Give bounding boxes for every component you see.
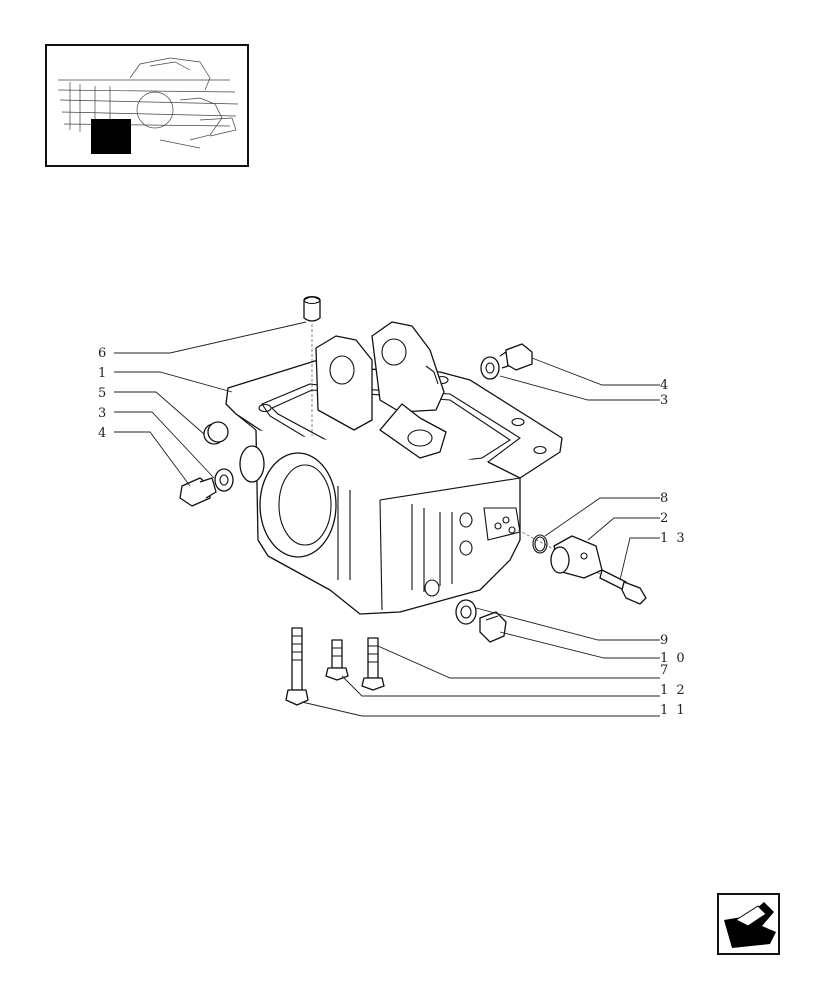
callout-12: 1 2 xyxy=(660,683,687,698)
callout-3-left: 3 xyxy=(98,406,108,421)
lift-arm-brackets xyxy=(315,321,447,459)
part-4-plug-bolt-right[interactable] xyxy=(499,343,533,371)
callout-4-left: 4 xyxy=(98,426,108,441)
callout-9: 9 xyxy=(660,633,670,648)
callout-7: 7 xyxy=(660,663,670,678)
callout-8: 8 xyxy=(660,491,670,506)
callout-labels: 6 1 5 3 4 4 3 8 2 1 3 9 1 0 7 1 2 1 1 xyxy=(98,346,687,718)
callout-6: 6 xyxy=(98,346,108,361)
part-11-long-bolt[interactable] xyxy=(285,627,309,706)
part-5-plug[interactable] xyxy=(203,421,229,445)
callout-1: 1 xyxy=(98,366,108,381)
return-arrow-icon[interactable] xyxy=(717,893,780,955)
callout-2: 2 xyxy=(660,511,670,526)
leader-lines xyxy=(114,321,660,717)
part-7-medium-bolt[interactable] xyxy=(361,637,385,691)
part-9-washer[interactable] xyxy=(455,599,477,625)
part-2-cover[interactable] xyxy=(550,535,603,579)
part-6-dowel-pin[interactable] xyxy=(303,295,321,437)
part-10-plug[interactable] xyxy=(479,611,507,643)
callout-5: 5 xyxy=(98,386,108,401)
part-3-washer-left[interactable] xyxy=(214,468,234,492)
part-12-short-bolt[interactable] xyxy=(325,639,349,681)
part-13-bolt[interactable] xyxy=(599,569,647,605)
callout-4-right: 4 xyxy=(660,378,670,393)
callout-3-right: 3 xyxy=(660,393,670,408)
assembly-location-thumbnail[interactable] xyxy=(45,44,249,167)
part-3-washer-right[interactable] xyxy=(480,356,500,380)
callout-11: 1 1 xyxy=(660,703,687,718)
part-4-plug-bolt-left[interactable] xyxy=(179,477,217,507)
gearbox-housing xyxy=(225,359,563,615)
callout-10: 1 0 xyxy=(660,651,687,666)
callout-13: 1 3 xyxy=(660,531,687,546)
